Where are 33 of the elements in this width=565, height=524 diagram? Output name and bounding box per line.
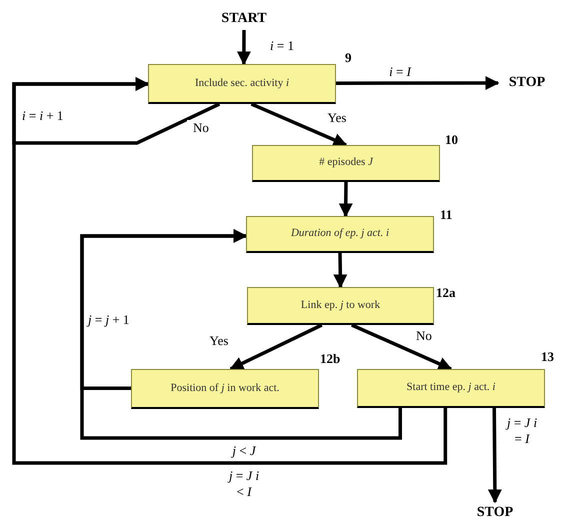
process-box — [131, 369, 319, 409]
process-box — [252, 145, 440, 182]
stop-label: STOP — [498, 72, 556, 94]
start-label: START — [212, 8, 276, 30]
step-number: 10 — [445, 131, 458, 149]
stop-label: STOP — [466, 502, 524, 524]
counter-label: i = i + 1 — [22, 107, 64, 125]
decision-box — [247, 287, 434, 325]
arrow — [12, 77, 448, 465]
step-number: 11 — [440, 206, 452, 224]
process-box — [148, 64, 336, 104]
arrow — [333, 252, 348, 288]
arrow — [338, 182, 353, 218]
step-number: 12a — [436, 284, 456, 302]
counter-label: j = j + 1 — [88, 311, 130, 329]
arrow — [236, 30, 251, 66]
process-box — [246, 216, 434, 253]
arrow — [351, 323, 452, 371]
arrow — [80, 228, 402, 440]
box-text: Start time ep. j act. i — [406, 381, 496, 395]
box-text: Position of j in work act. — [170, 382, 280, 396]
box-text: # episodes J — [319, 156, 373, 170]
box-text: Include sec. activity i — [194, 76, 290, 90]
arrow — [229, 323, 323, 371]
step-number: 12b — [320, 350, 340, 368]
arrow — [250, 102, 348, 147]
arrow — [488, 408, 502, 504]
box-text: Duration of ep. j act. i — [290, 227, 390, 241]
arrow — [336, 76, 500, 90]
process-box — [357, 369, 545, 408]
step-number: 13 — [541, 348, 554, 366]
box-text: Link ep. j to work — [300, 298, 380, 312]
step-number: 9 — [345, 49, 352, 67]
